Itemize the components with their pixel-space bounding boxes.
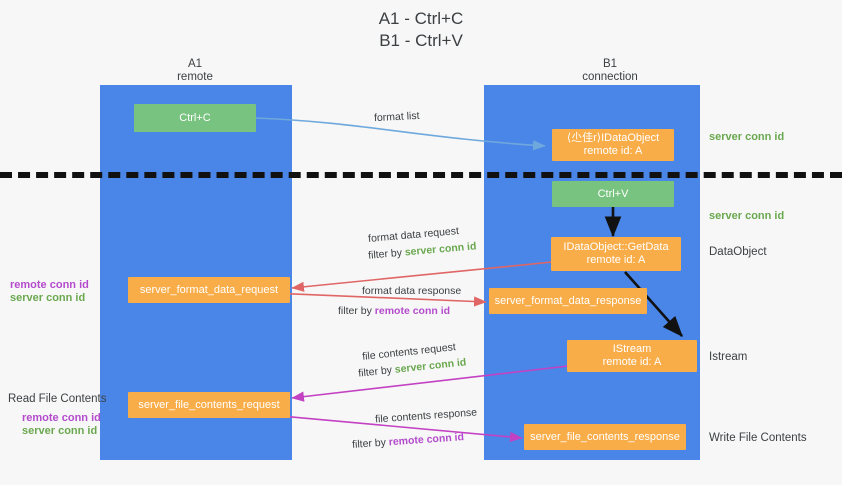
filter-value-remote-conn-id: remote conn id	[374, 305, 451, 317]
box-server-format-data-request-label: server_format_data_request	[139, 283, 279, 296]
box-server-format-data-request[interactable]: server_format_data_request	[128, 277, 290, 303]
left-label-server-conn-id-1: server conn id	[10, 292, 86, 304]
left-label-server-conn-id-2: server conn id	[22, 425, 98, 437]
lane-b1-name: B1	[602, 58, 618, 70]
box-server-file-contents-response[interactable]: server_file_contents_response	[524, 424, 686, 450]
right-label-istream: Istream	[709, 351, 748, 363]
box-idataobject-line2: remote id: A	[583, 145, 643, 157]
lane-b1-sub: connection	[582, 71, 638, 83]
lane-header-a1: A1 remote	[110, 58, 280, 84]
box-idataobject-getdata[interactable]: IDataObject::GetData remote id: A	[551, 237, 681, 271]
box-server-file-contents-response-label: server_file_contents_response	[530, 430, 680, 443]
box-idataobject-line1: ⟨尐佳r⟩IDataObject	[566, 132, 660, 144]
box-ctrl-v-label: Ctrl+V	[597, 187, 629, 200]
box-getdata-line1: IDataObject::GetData	[563, 241, 669, 253]
arrow-file-contents-request	[291, 365, 569, 402]
title-line-1: A1 - Ctrl+C	[378, 9, 464, 28]
filter-prefix: filter by	[357, 363, 396, 380]
filter-prefix: filter by	[367, 246, 406, 262]
lane-header-b1: B1 connection	[525, 58, 695, 84]
box-ctrl-c[interactable]: Ctrl+C	[134, 104, 256, 132]
box-server-file-contents-request-label: server_file_contents_request	[138, 398, 280, 411]
box-istream-line1: IStream	[612, 343, 652, 355]
box-istream[interactable]: IStream remote id: A	[567, 340, 697, 372]
label-format-list: format list	[373, 109, 420, 125]
diagram-title: A1 - Ctrl+C B1 - Ctrl+V	[0, 8, 842, 52]
phase-divider	[0, 172, 842, 178]
left-label-remote-conn-id-2: remote conn id	[22, 412, 101, 424]
right-label-server-conn-id-top: server conn id	[709, 131, 785, 143]
arrow-format-list	[255, 117, 546, 151]
filter-prefix: filter by	[338, 305, 375, 317]
box-ctrl-v[interactable]: Ctrl+V	[552, 181, 674, 207]
arrow-format-data-request	[291, 261, 553, 292]
right-label-write-file-contents: Write File Contents	[709, 432, 807, 444]
lane-a1-name: A1	[187, 58, 203, 70]
box-getdata-line2: remote id: A	[586, 254, 646, 266]
box-server-format-data-response[interactable]: server_format_data_response	[489, 288, 647, 314]
filter-prefix: filter by	[351, 436, 390, 451]
lane-a1-sub: remote	[177, 71, 213, 83]
right-label-server-conn-id-mid: server conn id	[709, 210, 785, 222]
box-istream-line2: remote id: A	[602, 356, 662, 368]
right-label-dataobject: DataObject	[709, 246, 767, 258]
left-label-read-file-contents: Read File Contents	[8, 393, 107, 405]
box-server-format-data-response-label: server_format_data_response	[494, 294, 642, 307]
label-format-data-response: format data response	[362, 285, 462, 297]
box-server-file-contents-request[interactable]: server_file_contents_request	[128, 392, 290, 418]
left-label-remote-conn-id-1: remote conn id	[10, 279, 89, 291]
box-ctrl-c-label: Ctrl+C	[179, 111, 211, 124]
box-idataobject[interactable]: ⟨尐佳r⟩IDataObject remote id: A	[552, 129, 674, 161]
arrow-getdata-to-istream	[624, 271, 683, 337]
label-format-data-response-filter: filter by remote conn id	[338, 304, 450, 318]
title-line-2: B1 - Ctrl+V	[379, 31, 463, 50]
